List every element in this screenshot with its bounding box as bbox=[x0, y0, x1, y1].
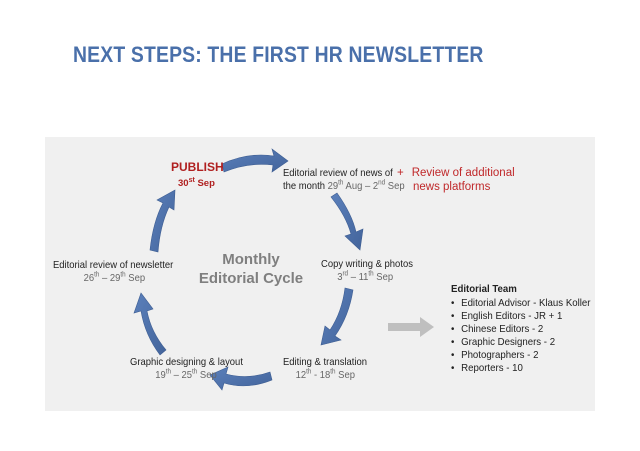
team-title: Editorial Team bbox=[451, 283, 517, 295]
team-member: Editorial Advisor - Klaus Koller bbox=[451, 297, 591, 310]
team-member: Graphic Designers - 2 bbox=[451, 336, 591, 349]
arrow-publish-to-review bbox=[221, 148, 289, 173]
arrow-graphic-to-review-newsletter bbox=[133, 292, 167, 356]
step-copy-writing: Copy writing & photos 3rd – 11th Sep bbox=[321, 258, 413, 283]
arrow-review-newsletter-to-publish bbox=[149, 189, 176, 253]
publish-date: 30st Sep bbox=[178, 176, 215, 189]
team-member: English Editors - JR + 1 bbox=[451, 310, 591, 323]
team-member: Photographers - 2 bbox=[451, 349, 591, 362]
step-editing-translation: Editing & translation 12th - 18th Sep bbox=[283, 356, 368, 381]
slide-title: NEXT STEPS: THE FIRST HR NEWSLETTER bbox=[73, 42, 484, 67]
arrow-editing-to-graphic bbox=[209, 366, 273, 391]
arrow-review-to-copy bbox=[330, 192, 364, 251]
team-pointer-arrow bbox=[388, 317, 434, 337]
cycle-center-label: Monthly Editorial Cycle bbox=[198, 251, 304, 287]
team-member: Chinese Editors - 2 bbox=[451, 323, 591, 336]
step-editorial-review-news: Editorial review of news of the month 29… bbox=[283, 167, 405, 192]
team-list: Editorial Advisor - Klaus Koller English… bbox=[451, 297, 591, 375]
publish-label: PUBLISH bbox=[171, 160, 224, 174]
additional-platforms-note: +Review of additional news platforms bbox=[397, 167, 515, 193]
arrow-copy-to-editing bbox=[320, 287, 354, 346]
step-graphic-design: Graphic designing & layout 19th – 25th S… bbox=[130, 356, 243, 381]
team-member: Reporters - 10 bbox=[451, 362, 591, 375]
step-editorial-review-newsletter: Editorial review of newsletter 26th – 29… bbox=[53, 259, 174, 284]
editorial-team: Editorial Team Editorial Advisor - Klaus… bbox=[451, 283, 591, 375]
